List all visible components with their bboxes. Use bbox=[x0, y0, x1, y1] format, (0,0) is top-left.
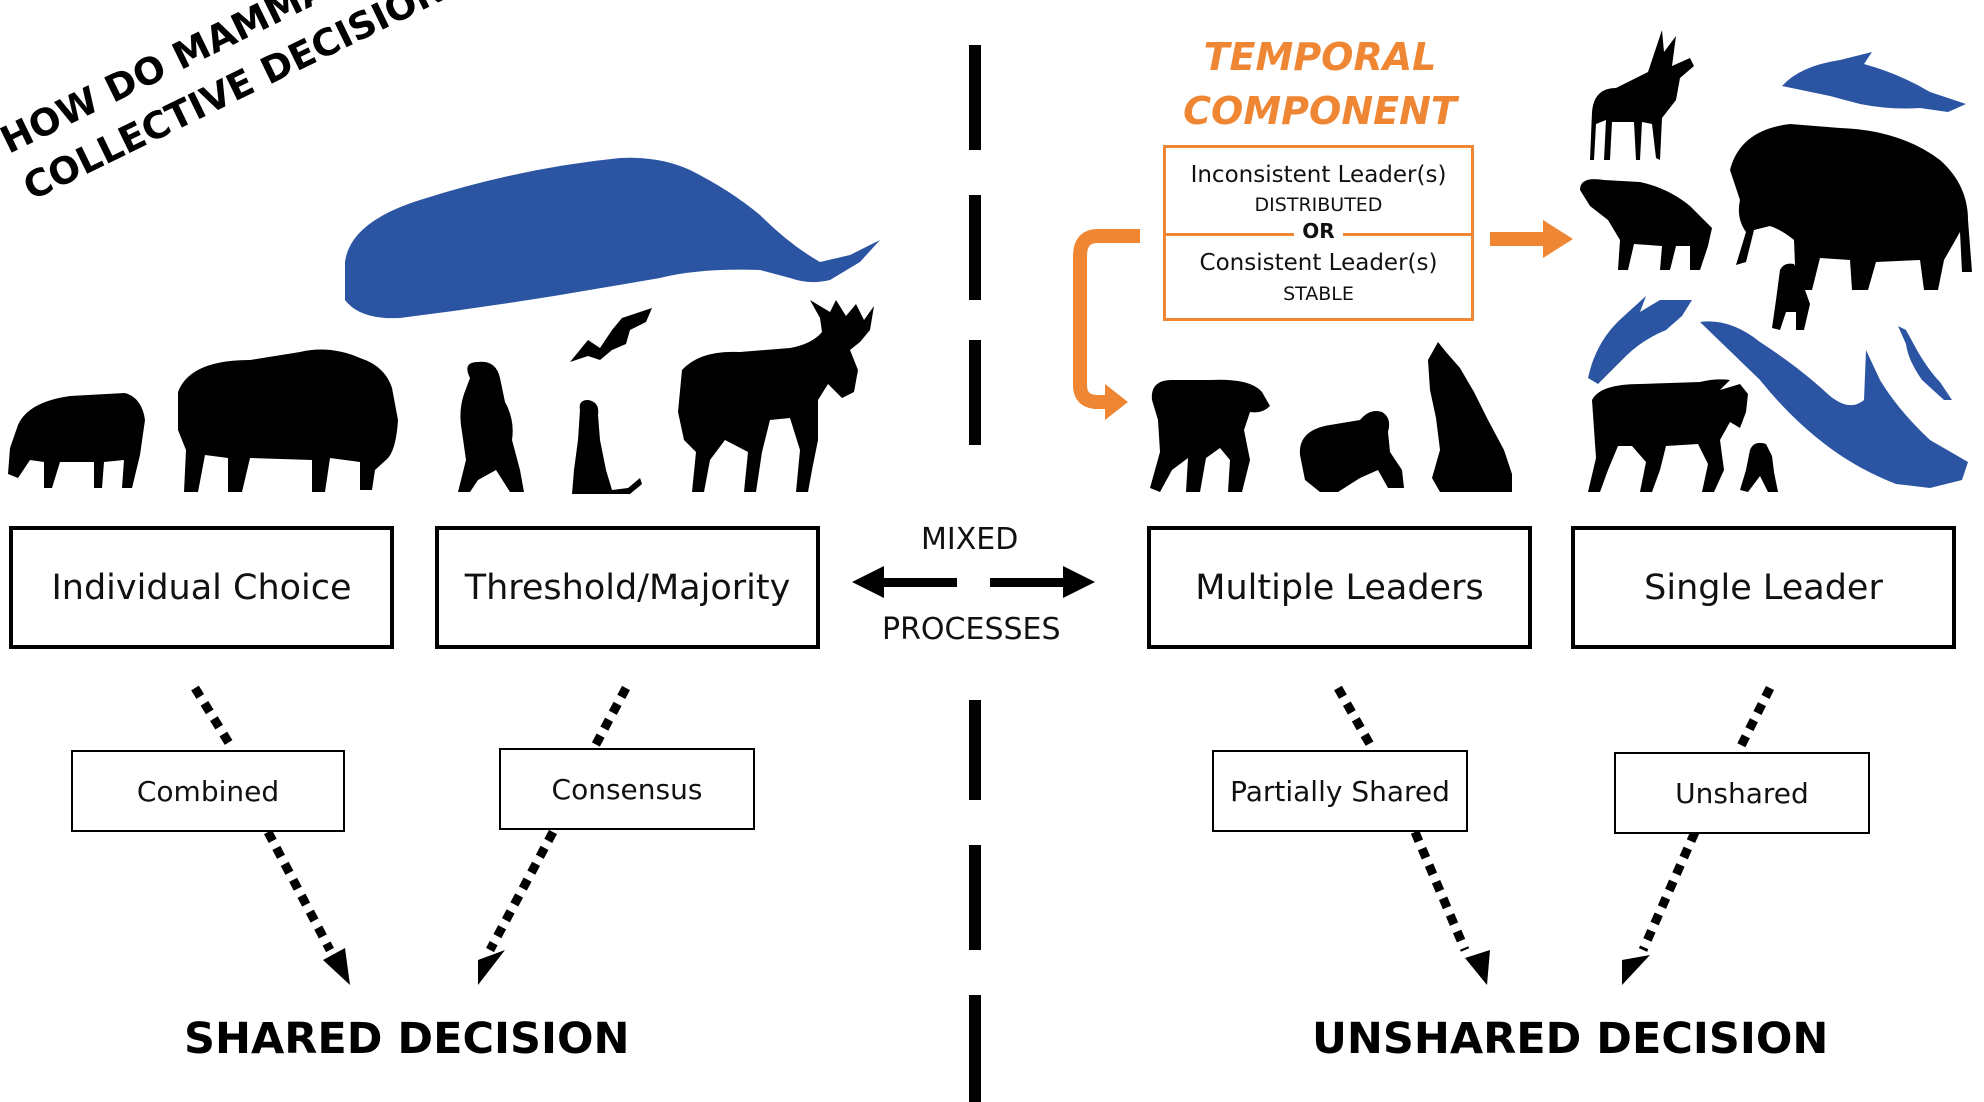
orange-arrows bbox=[1073, 220, 1573, 420]
processes-label: PROCESSES bbox=[882, 612, 1061, 647]
mixed-label: MIXED bbox=[921, 522, 1019, 557]
monkey-icon bbox=[1299, 411, 1404, 492]
sheep-icon bbox=[8, 393, 145, 488]
mandrill-icon bbox=[1150, 379, 1270, 492]
outcome-box-consensus: Consensus bbox=[499, 748, 755, 830]
shared-decision-label: SHARED DECISION bbox=[184, 1014, 630, 1064]
outcome-box-partially-shared: Partially Shared bbox=[1212, 750, 1468, 832]
unshared-decision-label: UNSHARED DECISION bbox=[1312, 1014, 1829, 1064]
mechanism-box-single-leader: Single Leader bbox=[1571, 526, 1956, 649]
temporal-heading-line-1: TEMPORAL bbox=[1203, 35, 1437, 79]
gazelle-icon bbox=[1590, 30, 1694, 160]
hyena-icon bbox=[1580, 179, 1712, 270]
wolf-icon bbox=[1428, 342, 1512, 492]
moose-icon bbox=[678, 300, 874, 492]
temporal-heading: TEMPORAL COMPONENT bbox=[1160, 30, 1480, 138]
zebra-icon bbox=[1588, 379, 1748, 492]
temporal-box: Inconsistent Leader(s) DISTRIBUTED OR Co… bbox=[1163, 145, 1474, 321]
stable-label: STABLE bbox=[1283, 283, 1354, 305]
dolphin-icon bbox=[1588, 296, 1692, 384]
inconsistent-leaders-label: Inconsistent Leader(s) bbox=[1190, 162, 1447, 188]
bison-icon bbox=[178, 349, 398, 492]
lemur-icon bbox=[1772, 263, 1810, 330]
monkey-icon bbox=[1740, 442, 1778, 492]
arrow-heads bbox=[323, 948, 1650, 985]
baboon-icon bbox=[458, 361, 524, 492]
elephant-icon bbox=[1730, 124, 1972, 290]
outcome-box-unshared: Unshared bbox=[1614, 752, 1870, 834]
dotted-arrows bbox=[191, 685, 1775, 953]
consistent-leaders-label: Consistent Leader(s) bbox=[1199, 250, 1438, 276]
mechanism-box-threshold-majority: Threshold/Majority bbox=[435, 526, 820, 649]
mixed-double-arrow bbox=[852, 566, 1095, 598]
distributed-label: DISTRIBUTED bbox=[1254, 194, 1383, 216]
dolphin-icon bbox=[1782, 52, 1966, 112]
outcome-box-combined: Combined bbox=[71, 750, 345, 832]
mechanism-box-multiple-leaders: Multiple Leaders bbox=[1147, 526, 1532, 649]
temporal-heading-line-2: COMPONENT bbox=[1183, 89, 1457, 133]
mechanism-box-individual-choice: Individual Choice bbox=[9, 526, 394, 649]
orca-icon bbox=[1700, 321, 1968, 488]
bat-icon bbox=[570, 308, 652, 362]
or-text: OR bbox=[1294, 219, 1343, 243]
sperm-whale-icon bbox=[345, 157, 880, 319]
dolphin-icon bbox=[1898, 326, 1952, 400]
or-label: OR bbox=[1166, 219, 1471, 243]
meerkat-icon bbox=[572, 400, 642, 494]
